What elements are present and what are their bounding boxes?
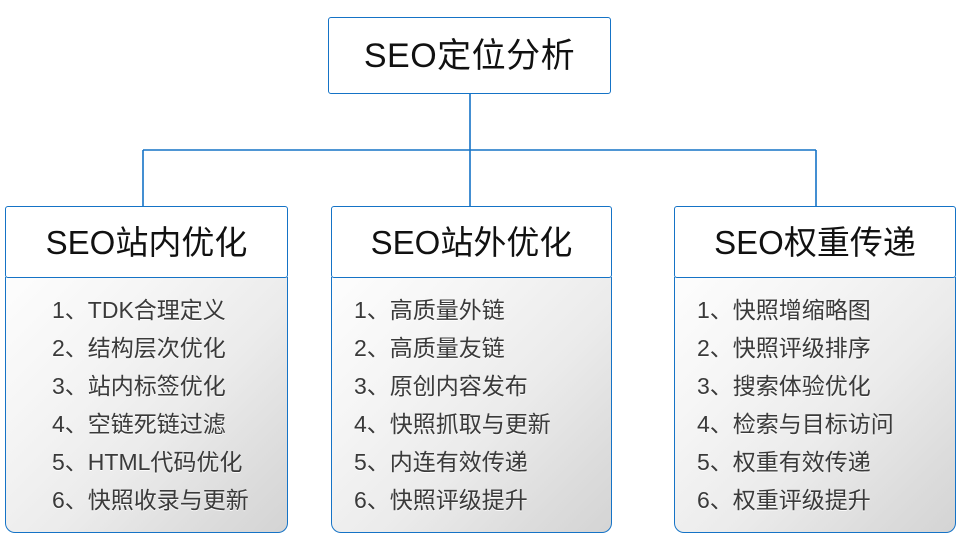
list-item: 6、权重评级提升: [697, 487, 871, 513]
branch-header-1[interactable]: SEO站内优化: [5, 206, 288, 278]
list-item: 1、高质量外链: [354, 297, 505, 323]
branch-header-label-2: SEO站外优化: [370, 223, 573, 261]
root-node[interactable]: SEO定位分析: [328, 17, 611, 94]
list-item: 5、权重有效传递: [697, 449, 871, 475]
list-item: 3、站内标签优化: [52, 373, 226, 399]
branch-column-3: SEO权重传递 1、快照增缩略图 2、快照评级排序 3、搜索体验优化 4、检索与…: [674, 206, 956, 533]
list-item: 3、搜索体验优化: [697, 373, 871, 399]
branch-column-2: SEO站外优化 1、高质量外链 2、高质量友链 3、原创内容发布 4、快照抓取与…: [331, 206, 612, 533]
list-item: 2、高质量友链: [354, 335, 505, 361]
list-item: 4、空链死链过滤: [52, 411, 226, 437]
list-item: 2、快照评级排序: [697, 335, 871, 361]
list-item: 3、原创内容发布: [354, 373, 528, 399]
list-item: 6、快照收录与更新: [52, 487, 249, 513]
list-item: 1、快照增缩略图: [697, 297, 871, 323]
list-item: 4、检索与目标访问: [697, 411, 894, 437]
branch-column-1: SEO站内优化 1、TDK合理定义 2、结构层次优化 3、站内标签优化 4、空链…: [5, 206, 288, 533]
branch-body-1: 1、TDK合理定义 2、结构层次优化 3、站内标签优化 4、空链死链过滤 5、H…: [5, 277, 288, 533]
root-node-label: SEO定位分析: [363, 36, 576, 75]
list-item: 5、HTML代码优化: [52, 449, 243, 475]
list-item: 4、快照抓取与更新: [354, 411, 551, 437]
list-item: 1、TDK合理定义: [52, 297, 226, 323]
list-item: 6、快照评级提升: [354, 487, 528, 513]
branch-body-3: 1、快照增缩略图 2、快照评级排序 3、搜索体验优化 4、检索与目标访问 5、权…: [674, 277, 956, 533]
branch-header-3[interactable]: SEO权重传递: [674, 206, 956, 278]
list-item: 2、结构层次优化: [52, 335, 226, 361]
branch-header-2[interactable]: SEO站外优化: [331, 206, 612, 278]
branch-header-label-3: SEO权重传递: [714, 223, 916, 261]
branch-header-label-1: SEO站内优化: [45, 223, 248, 261]
list-item: 5、内连有效传递: [354, 449, 528, 475]
branch-body-2: 1、高质量外链 2、高质量友链 3、原创内容发布 4、快照抓取与更新 5、内连有…: [331, 277, 612, 533]
